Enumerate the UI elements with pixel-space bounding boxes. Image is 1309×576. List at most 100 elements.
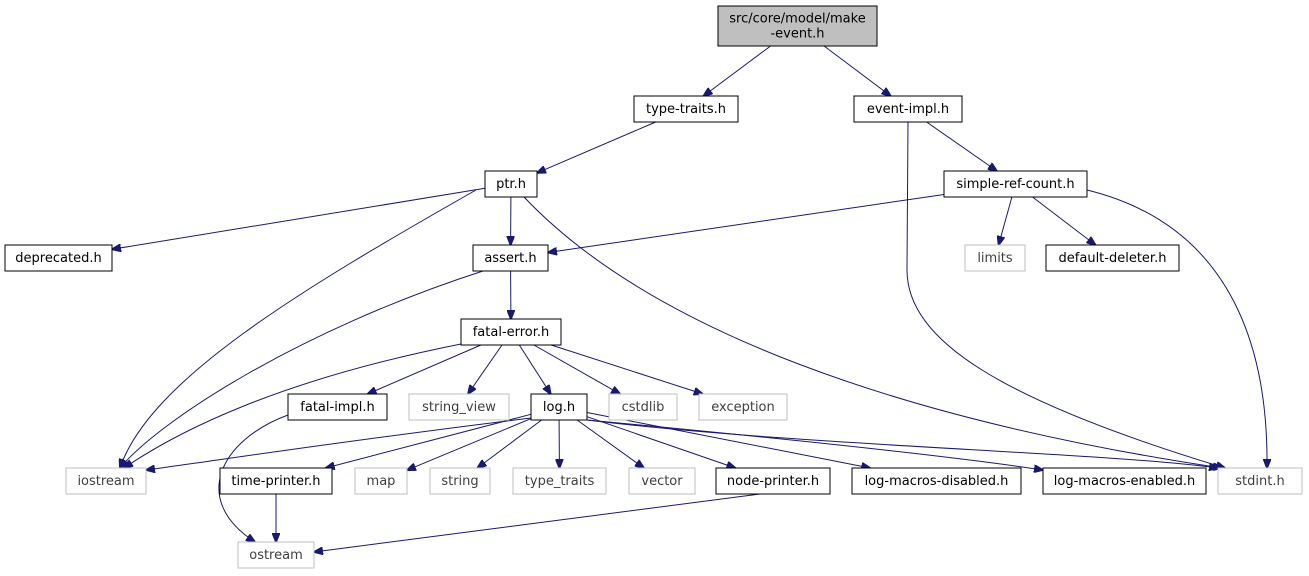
edge-root-to-event-impl-h — [823, 45, 891, 96]
edge-node-printer-h-to-ostream — [314, 493, 761, 552]
node-root[interactable]: src/core/model/make-event.h — [717, 5, 878, 47]
edge-log-h-to-map — [407, 418, 532, 471]
node-box-string — [429, 467, 491, 495]
node-fatal-error-h[interactable]: fatal-error.h — [460, 318, 562, 346]
node-box-cstdlib — [608, 393, 678, 421]
node-box-assert-h — [472, 244, 549, 272]
edges-layer — [112, 45, 1267, 552]
edge-fatal-error-h-to-fatal-impl-h — [368, 344, 482, 394]
node-box-map — [354, 467, 408, 495]
node-box-iostream — [65, 467, 147, 495]
edge-event-impl-h-to-simple-ref-count-h — [926, 121, 997, 171]
edge-type-traits-h-to-ptr-h — [537, 121, 656, 173]
node-log-h[interactable]: log.h — [530, 393, 588, 421]
node-label-ostream: ostream — [249, 548, 303, 563]
edge-fatal-error-h-to-exception — [551, 344, 703, 394]
edge-simple-ref-count-h-to-stdint-h — [1086, 189, 1267, 468]
edge-ptr-h-to-iostream — [120, 189, 477, 468]
node-box-vector — [628, 467, 696, 495]
node-node-printer-h[interactable]: node-printer.h — [715, 467, 831, 495]
node-time-printer-h[interactable]: time-printer.h — [219, 467, 333, 495]
edge-fatal-error-h-to-string-view — [468, 344, 503, 394]
node-box-event-impl-h — [853, 95, 963, 123]
edge-log-h-to-stdint-h — [586, 419, 1218, 468]
node-map: map — [354, 467, 408, 495]
node-label-assert-h: assert.h — [484, 251, 536, 266]
node-log-macros-disabled-h[interactable]: log-macros-disabled.h — [851, 467, 1022, 495]
node-label-iostream: iostream — [77, 474, 134, 489]
node-type-traits-h[interactable]: type-traits.h — [633, 95, 739, 123]
node-simple-ref-count-h[interactable]: simple-ref-count.h — [943, 170, 1088, 198]
node-label-string: string — [441, 474, 478, 489]
node-label-vector: vector — [641, 474, 683, 489]
node-box-log-macros-disabled-h — [851, 467, 1022, 495]
node-box-time-printer-h — [219, 467, 333, 495]
node-label-event-impl-h: event-impl.h — [867, 102, 949, 117]
node-label-type-traits-h: type-traits.h — [646, 102, 726, 117]
node-fatal-impl-h[interactable]: fatal-impl.h — [287, 393, 388, 421]
node-label-fatal-error-h: fatal-error.h — [473, 325, 550, 340]
node-box-log-macros-enabled-h — [1042, 467, 1207, 495]
edge-root-to-type-traits-h — [704, 45, 771, 96]
node-label-node-printer-h: node-printer.h — [727, 474, 819, 489]
node-iostream: iostream — [65, 467, 147, 495]
node-box-fatal-impl-h — [287, 393, 388, 421]
node-label-simple-ref-count-h: simple-ref-count.h — [956, 177, 1074, 192]
node-cstdlib: cstdlib — [608, 393, 678, 421]
edge-simple-ref-count-h-to-limits — [999, 196, 1013, 245]
node-label-log-h: log.h — [543, 400, 575, 415]
node-label-string-view: string_view — [422, 400, 496, 415]
node-label-ptr-h: ptr.h — [496, 177, 526, 192]
node-default-deleter-h[interactable]: default-deleter.h — [1045, 244, 1180, 272]
nodes-layer: src/core/model/make-event.h type-traits.h… — [4, 5, 1303, 569]
edge-log-h-to-time-printer-h — [326, 413, 532, 468]
node-box-string-view — [408, 393, 510, 421]
node-stdint-h: stdint.h — [1217, 467, 1303, 495]
node-assert-h[interactable]: assert.h — [472, 244, 549, 272]
node-label-log-macros-disabled-h: log-macros-disabled.h — [865, 474, 1009, 489]
edge-ptr-h-to-stdint-h — [523, 196, 1222, 468]
node-box-deprecated-h — [4, 244, 113, 272]
node-type-traits: type_traits — [512, 467, 607, 495]
node-event-impl-h[interactable]: event-impl.h — [853, 95, 963, 123]
node-box-fatal-error-h — [460, 318, 562, 346]
node-label-limits: limits — [977, 251, 1013, 266]
node-exception: exception — [698, 393, 788, 421]
node-box-root — [717, 5, 878, 47]
node-label-log-macros-enabled-h: log-macros-enabled.h — [1054, 474, 1195, 489]
edge-log-h-to-string — [477, 419, 542, 468]
edge-log-h-to-node-printer-h — [586, 416, 735, 468]
node-box-type-traits — [512, 467, 607, 495]
edge-simple-ref-count-h-to-default-deleter-h — [1032, 196, 1096, 245]
node-box-ptr-h — [484, 170, 538, 198]
edge-fatal-error-h-to-iostream — [124, 343, 462, 468]
node-box-simple-ref-count-h — [943, 170, 1088, 198]
node-label-exception: exception — [711, 400, 775, 415]
node-string: string — [429, 467, 491, 495]
node-label-root: src/core/model/make — [729, 12, 865, 27]
node-string-view: string_view — [408, 393, 510, 421]
node-label-time-printer-h: time-printer.h — [231, 474, 320, 489]
edge-fatal-error-h-to-cstdlib — [533, 344, 620, 394]
node-box-log-h — [530, 393, 588, 421]
node-label-default-deleter-h: default-deleter.h — [1059, 251, 1167, 266]
node-label-cstdlib: cstdlib — [622, 400, 665, 415]
node-box-ostream — [237, 541, 315, 569]
node-box-node-printer-h — [715, 467, 831, 495]
node-log-macros-enabled-h[interactable]: log-macros-enabled.h — [1042, 467, 1207, 495]
node-deprecated-h[interactable]: deprecated.h — [4, 244, 113, 272]
node-label-stdint-h: stdint.h — [1235, 474, 1284, 489]
node-limits: limits — [964, 244, 1026, 272]
node-ostream: ostream — [237, 541, 315, 569]
edge-log-h-to-log-macros-enabled-h — [586, 419, 1043, 470]
node-box-type-traits-h — [633, 95, 739, 123]
edge-ptr-h-to-deprecated-h — [112, 187, 486, 249]
edge-simple-ref-count-h-to-assert-h — [548, 194, 945, 253]
node-label-deprecated-h: deprecated.h — [15, 251, 101, 266]
edge-assert-h-to-iostream — [120, 270, 484, 468]
node-box-default-deleter-h — [1045, 244, 1180, 272]
node-ptr-h[interactable]: ptr.h — [484, 170, 538, 198]
node-label-fatal-impl-h: fatal-impl.h — [300, 400, 374, 415]
edge-fatal-error-h-to-log-h — [518, 344, 550, 394]
